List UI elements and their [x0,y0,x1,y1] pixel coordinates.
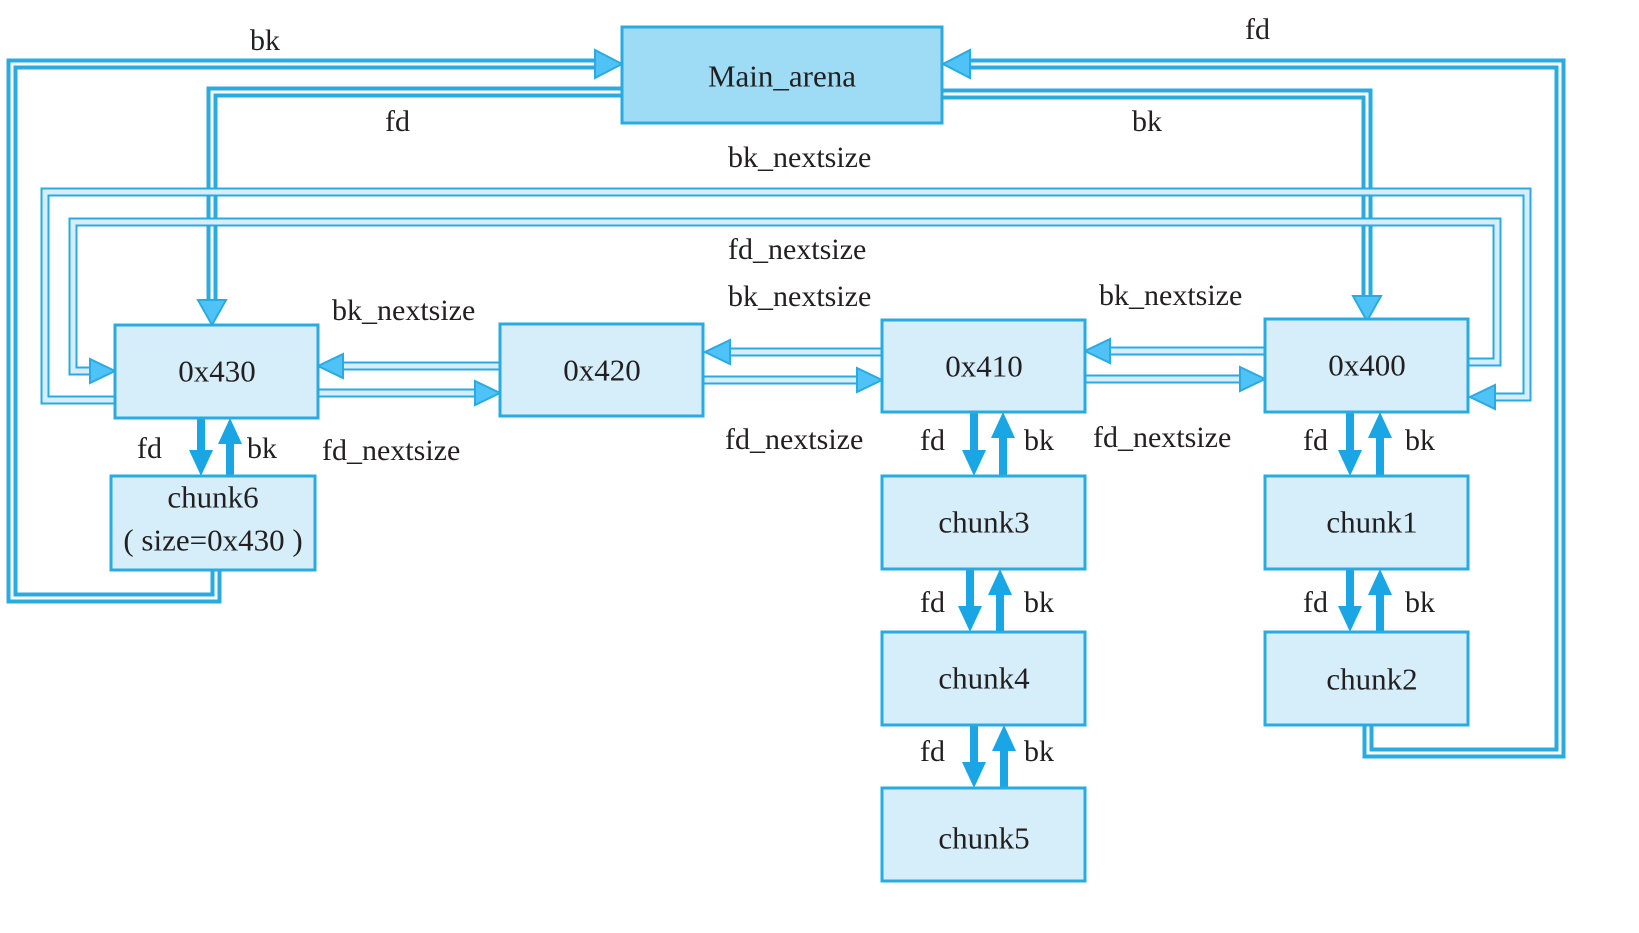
label-fd-400-chunk1: fd [1303,424,1328,457]
node-0x400-label: 0x400 [1328,348,1406,383]
label-bk-nextsize-430-420: bk_nextsize [332,294,475,327]
node-chunk1: chunk1 [1263,474,1470,571]
node-chunk5: chunk5 [880,786,1087,883]
label-bk-400-chunk1: bk [1405,424,1435,457]
label-fd-nextsize-420-410: fd_nextsize [725,423,863,456]
label-fd-nextsize-410-400: fd_nextsize [1093,421,1231,454]
arrow-chunk1-fd-chunk2 [1338,569,1362,632]
node-0x400: 0x400 [1263,317,1470,414]
label-fd-chunk4-chunk5: fd [920,735,945,768]
arrow-chunk3-fd-chunk4 [958,569,982,632]
arrow-chunk1-bk-0x400 [1368,412,1392,476]
label-bk-430-chunk6: bk [247,432,277,465]
label-bk-chunk1-chunk2: bk [1405,586,1435,619]
label-top-left-bk: bk [250,24,280,57]
arrow-chunk6-bk-0x430 [218,418,242,476]
node-chunk2-label: chunk2 [1326,662,1417,697]
arrow-0x410-fd-chunk3 [962,412,986,476]
node-0x410-label: 0x410 [945,349,1023,384]
node-chunk5-label: chunk5 [938,821,1029,856]
arrow-0x420-to-0x410-fd-nextsize [704,366,885,394]
label-fd-410-chunk3: fd [920,424,945,457]
label-outer-bk-nextsize: bk_nextsize [728,141,871,174]
main-bk-to-0x400 [943,88,1383,324]
node-chunk1-label: chunk1 [1326,505,1417,540]
loop-0x430-bk-nextsize-to-0x400 [40,187,1532,411]
node-0x410: 0x410 [880,318,1087,414]
label-bk-410-chunk3: bk [1024,424,1054,457]
node-chunk2: chunk2 [1263,630,1470,727]
arrow-0x400-to-0x410-bk-nextsize [1082,337,1265,365]
arrow-0x430-fd-chunk6 [189,418,213,476]
label-outer-fd-nextsize: fd_nextsize [728,233,866,266]
node-chunk6: chunk6 ( size=0x430 ) [109,474,317,572]
label-main-fd: fd [385,105,410,138]
node-main-arena: Main_arena [620,25,944,125]
loop-chunk2-to-main-fd [940,48,1566,759]
arrow-chunk2-bk-chunk1 [1368,569,1392,632]
loop-0x400-fd-nextsize-to-0x430 [68,217,1502,385]
label-top-right-fd: fd [1245,13,1270,46]
label-bk-nextsize-420-410: bk_nextsize [728,280,871,313]
label-bk-chunk3-chunk4: bk [1024,586,1054,619]
node-chunk3: chunk3 [880,474,1087,571]
label-fd-430-chunk6: fd [137,432,162,465]
node-chunk4-label: chunk4 [938,661,1030,696]
label-main-bk: bk [1132,105,1162,138]
arrow-0x430-to-0x420-fd-nextsize [318,379,503,407]
arrow-0x410-to-0x420-bk-nextsize [702,338,882,366]
label-bk-nextsize-410-400: bk_nextsize [1099,279,1242,312]
arrow-chunk3-bk-0x410 [991,412,1015,476]
node-main-arena-label: Main_arena [708,59,856,94]
arrow-chunk4-bk-chunk3 [988,569,1012,632]
loop-chunk6-to-main-bk [6,48,625,604]
node-chunk4: chunk4 [880,630,1087,727]
node-0x420-label: 0x420 [563,353,641,388]
label-fd-chunk3-chunk4: fd [920,586,945,619]
node-0x430-label: 0x430 [178,354,256,389]
arrow-0x400-fd-chunk1 [1338,412,1362,476]
label-fd-nextsize-430-420: fd_nextsize [322,434,460,467]
arrow-0x410-to-0x400-fd-nextsize [1085,365,1268,393]
label-bk-chunk4-chunk5: bk [1024,735,1054,768]
node-chunk6-label: chunk6 [167,480,258,515]
arrow-chunk4-fd-chunk5 [962,725,986,788]
node-chunk3-label: chunk3 [938,505,1029,540]
label-fd-chunk1-chunk2: fd [1303,586,1328,619]
main-fd-to-0x430 [196,86,622,328]
node-chunk6-size-label: ( size=0x430 ) [123,523,302,558]
node-0x430: 0x430 [113,323,320,420]
arrow-0x420-to-0x430-bk-nextsize [315,352,500,380]
arrow-chunk5-bk-chunk4 [992,725,1016,788]
node-0x420: 0x420 [498,322,705,418]
